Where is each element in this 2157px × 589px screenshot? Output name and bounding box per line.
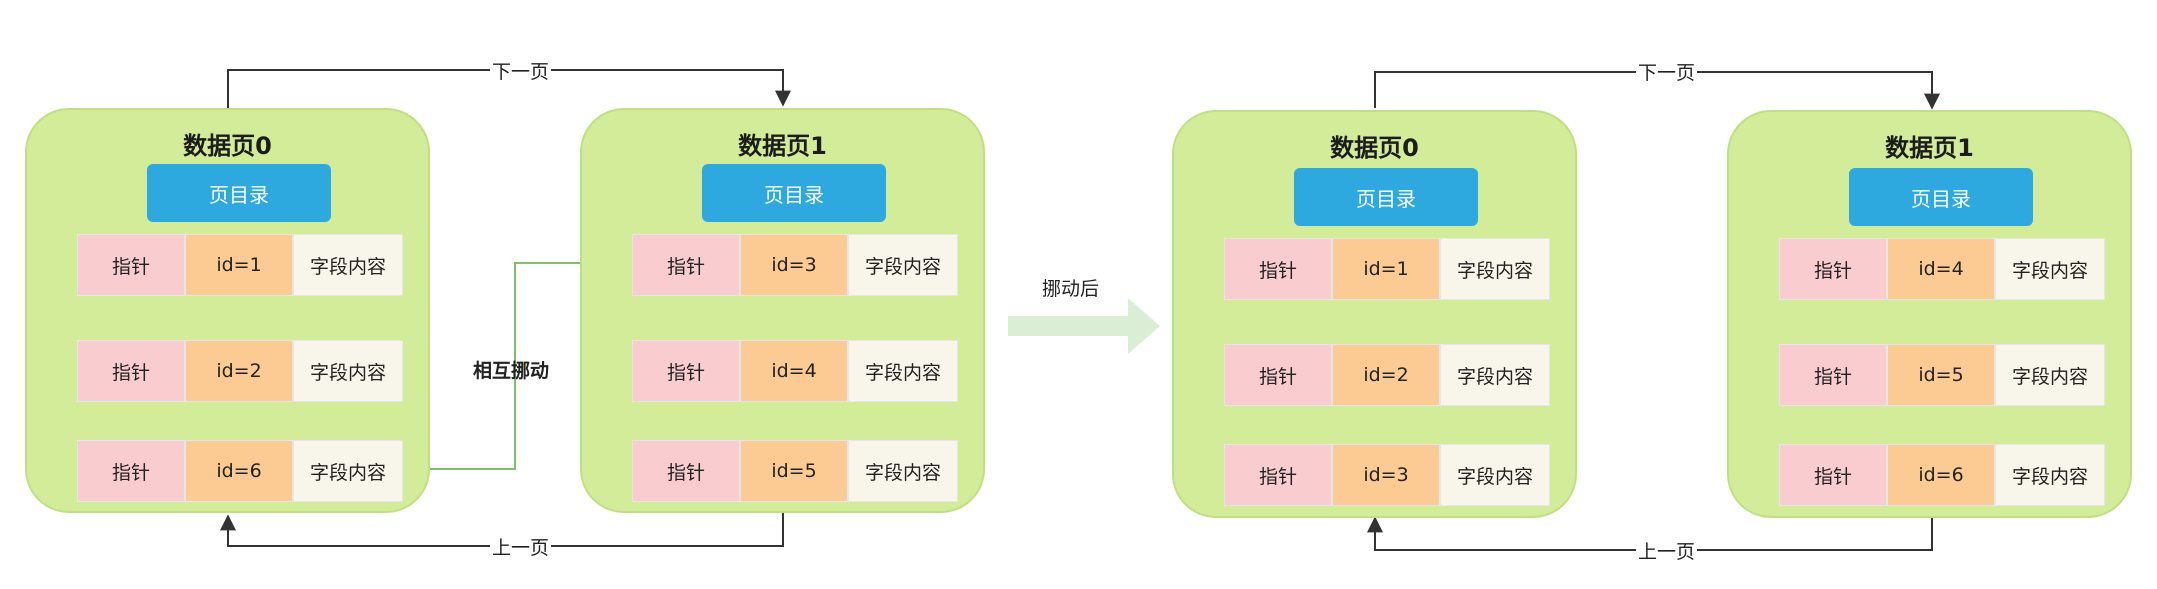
content-cell: 字段内容 [848, 440, 958, 502]
id-cell: id=5 [740, 440, 848, 502]
pointer-cell: 指针 [77, 234, 185, 296]
page-directory: 页目录 [1849, 168, 2033, 226]
data-page-1-after: 数据页1 页目录 指针 id=4 字段内容 指针 id=5 字段内容 指针 id… [1727, 110, 2132, 518]
content-cell: 字段内容 [1995, 344, 2105, 406]
id-cell: id=1 [1332, 238, 1440, 300]
data-page-0-after: 数据页0 页目录 指针 id=1 字段内容 指针 id=2 字段内容 指针 id… [1172, 110, 1577, 518]
after-move-arrow [1008, 298, 1160, 354]
record-row: 指针 id=4 字段内容 [1779, 238, 2105, 300]
pointer-cell: 指针 [1224, 344, 1332, 406]
id-cell: id=6 [1887, 444, 1995, 506]
content-cell: 字段内容 [293, 234, 403, 296]
page-directory: 页目录 [147, 164, 331, 222]
pointer-cell: 指针 [1779, 238, 1887, 300]
page-directory: 页目录 [702, 164, 886, 222]
pointer-cell: 指针 [1779, 344, 1887, 406]
data-page-1-before: 数据页1 页目录 指针 id=3 字段内容 指针 id=4 字段内容 指针 id… [580, 108, 985, 513]
after-move-label: 挪动后 [1040, 274, 1102, 301]
id-cell: id=2 [185, 340, 293, 402]
content-cell: 字段内容 [1995, 444, 2105, 506]
page-title: 数据页1 [1885, 134, 1974, 162]
prev-page-label: 上一页 [1636, 537, 1698, 564]
record-row: 指针 id=1 字段内容 [1224, 238, 1550, 300]
page-directory: 页目录 [1294, 168, 1478, 226]
record-row: 指针 id=5 字段内容 [1779, 344, 2105, 406]
page-title: 数据页0 [183, 132, 272, 160]
record-row: 指针 id=6 字段内容 [1779, 444, 2105, 506]
content-cell: 字段内容 [848, 340, 958, 402]
id-cell: id=2 [1332, 344, 1440, 406]
pointer-cell: 指针 [632, 340, 740, 402]
next-page-label: 下一页 [1636, 58, 1698, 85]
content-cell: 字段内容 [1995, 238, 2105, 300]
mutual-move-label: 相互挪动 [473, 360, 550, 382]
record-row: 指针 id=5 字段内容 [632, 440, 958, 502]
id-cell: id=4 [740, 340, 848, 402]
pointer-cell: 指针 [632, 440, 740, 502]
content-cell: 字段内容 [1440, 344, 1550, 406]
record-row: 指针 id=4 字段内容 [632, 340, 958, 402]
record-row: 指针 id=3 字段内容 [1224, 444, 1550, 506]
pointer-cell: 指针 [77, 440, 185, 502]
record-row: 指针 id=6 字段内容 [77, 440, 403, 502]
content-cell: 字段内容 [1440, 444, 1550, 506]
id-cell: id=5 [1887, 344, 1995, 406]
content-cell: 字段内容 [1440, 238, 1550, 300]
record-row: 指针 id=3 字段内容 [632, 234, 958, 296]
prev-page-label: 上一页 [490, 533, 552, 560]
data-page-0-before: 数据页0 页目录 指针 id=1 字段内容 指针 id=2 字段内容 指针 id… [25, 108, 430, 513]
pointer-cell: 指针 [77, 340, 185, 402]
next-page-label: 下一页 [490, 57, 552, 84]
id-cell: id=6 [185, 440, 293, 502]
record-row: 指针 id=2 字段内容 [77, 340, 403, 402]
pointer-cell: 指针 [1779, 444, 1887, 506]
id-cell: id=4 [1887, 238, 1995, 300]
id-cell: id=1 [185, 234, 293, 296]
pointer-cell: 指针 [632, 234, 740, 296]
content-cell: 字段内容 [293, 440, 403, 502]
id-cell: id=3 [1332, 444, 1440, 506]
page-title: 数据页0 [1330, 134, 1419, 162]
page-title: 数据页1 [738, 132, 827, 160]
pointer-cell: 指针 [1224, 444, 1332, 506]
mutual-move-connector [398, 255, 630, 477]
record-row: 指针 id=2 字段内容 [1224, 344, 1550, 406]
id-cell: id=3 [740, 234, 848, 296]
content-cell: 字段内容 [848, 234, 958, 296]
content-cell: 字段内容 [293, 340, 403, 402]
pointer-cell: 指针 [1224, 238, 1332, 300]
record-row: 指针 id=1 字段内容 [77, 234, 403, 296]
